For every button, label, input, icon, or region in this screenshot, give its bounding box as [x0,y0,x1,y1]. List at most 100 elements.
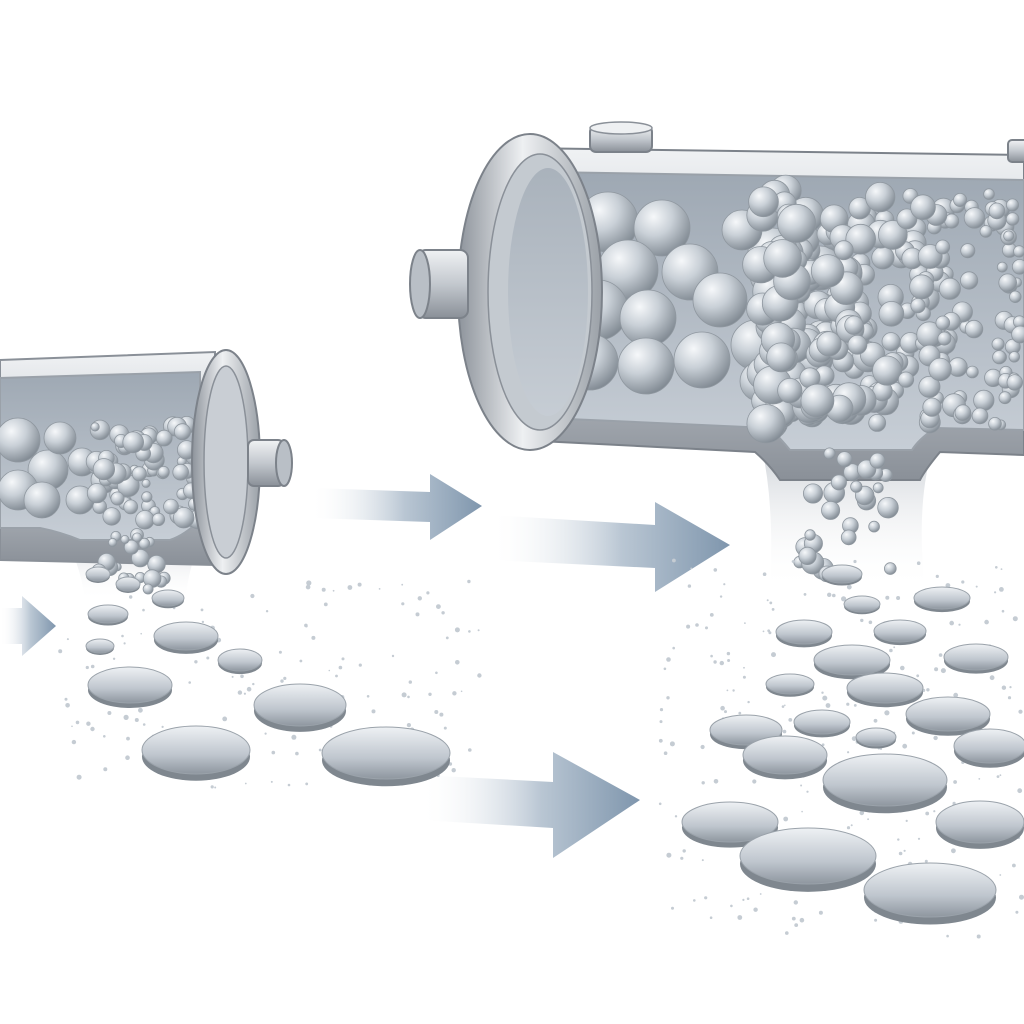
powder-speck [222,716,228,722]
powder-speck [799,917,805,923]
grinding-ball [964,319,984,339]
large-mill-axle [409,249,469,319]
powder-speck [666,852,672,858]
powder-speck [58,649,63,654]
powder-speck [401,583,404,586]
falling-particle [804,529,816,541]
powder-speck [426,591,430,595]
grinding-ball [991,337,1005,351]
powder-speck [407,695,410,699]
grinding-ball [909,274,935,300]
powder-speck [709,613,714,617]
powder-speck [889,648,893,653]
powder-speck [90,726,95,732]
powder-speck [299,659,303,663]
grinding-ball [0,417,41,463]
grinding-ball [23,481,61,519]
flake [85,638,115,655]
powder-speck [140,632,142,635]
grinding-ball [833,240,854,261]
grinding-ball [878,300,905,327]
grinding-ball [988,416,1002,431]
powder-speck [194,660,198,664]
powder-speck [291,734,297,740]
grinding-ball [953,192,968,207]
grinding-ball [868,413,887,432]
powder-speck [278,650,282,654]
powder-speck [847,751,850,754]
powder-speck [112,657,116,660]
powder-speck [726,651,731,656]
grinding-ball [141,478,151,488]
powder-speck [66,638,69,641]
powder-speck [687,584,692,588]
powder-speck [659,720,663,724]
powder-speck [332,589,335,592]
grinding-ball [1011,325,1024,344]
powder-speck [800,784,803,787]
powder-speck [1017,788,1023,794]
grinding-ball [954,404,972,422]
grinding-ball [966,365,979,379]
powder-speck [801,810,803,813]
falling-particle [123,539,139,555]
powder-speck [926,688,930,692]
powder-speck [743,666,745,669]
grinding-ball [810,254,845,288]
grinding-ball [865,182,896,213]
powder-speck [996,775,1000,778]
powder-speck [933,735,938,741]
grinding-ball [157,465,170,479]
small-ball-mill [0,349,293,600]
grinding-ball [123,499,139,515]
powder-speck [794,923,799,927]
powder-speck [674,815,678,818]
powder-speck [321,587,326,592]
powder-speck [978,778,981,780]
powder-speck [138,707,143,713]
powder-speck [851,736,857,741]
powder-speck [460,690,463,693]
powder-speck [806,790,809,793]
powder-speck [659,708,664,712]
grinding-ball [102,507,121,526]
powder-speck [244,782,247,785]
powder-speck [999,874,1002,876]
powder-speck [783,816,789,822]
flake [765,673,815,697]
flake [863,862,997,925]
grinding-ball [896,208,918,230]
powder-speck [784,704,786,707]
powder-speck [867,818,869,821]
powder-speck [897,838,900,841]
powder-speck [732,689,735,692]
grinding-ball [998,391,1012,405]
grinding-ball [960,243,976,259]
powder-speck [903,849,906,852]
large-mill-top-nozzle [589,121,653,153]
flake [873,619,927,646]
grinding-ball [673,331,731,389]
powder-speck [827,592,832,597]
powder-speck [206,656,210,660]
flake [943,643,1009,674]
powder-speck [690,567,693,570]
grinding-ball [988,202,1006,220]
grinding-ball [935,239,951,255]
grinding-ball [971,407,989,425]
powder-speck [994,591,997,594]
powder-speck [443,726,447,730]
falling-particle [131,548,150,568]
powder-speck [701,781,705,785]
powder-speck [989,675,995,681]
powder-speck [65,703,70,708]
powder-speck [1018,709,1023,714]
falling-particle [868,520,880,533]
powder-speck [853,704,857,707]
powder-speck [451,768,456,773]
powder-speck [71,739,77,745]
falling-particle [821,500,841,520]
flattened-flakes [85,564,1024,925]
powder-speck [884,710,890,716]
powder-speck [318,748,322,752]
